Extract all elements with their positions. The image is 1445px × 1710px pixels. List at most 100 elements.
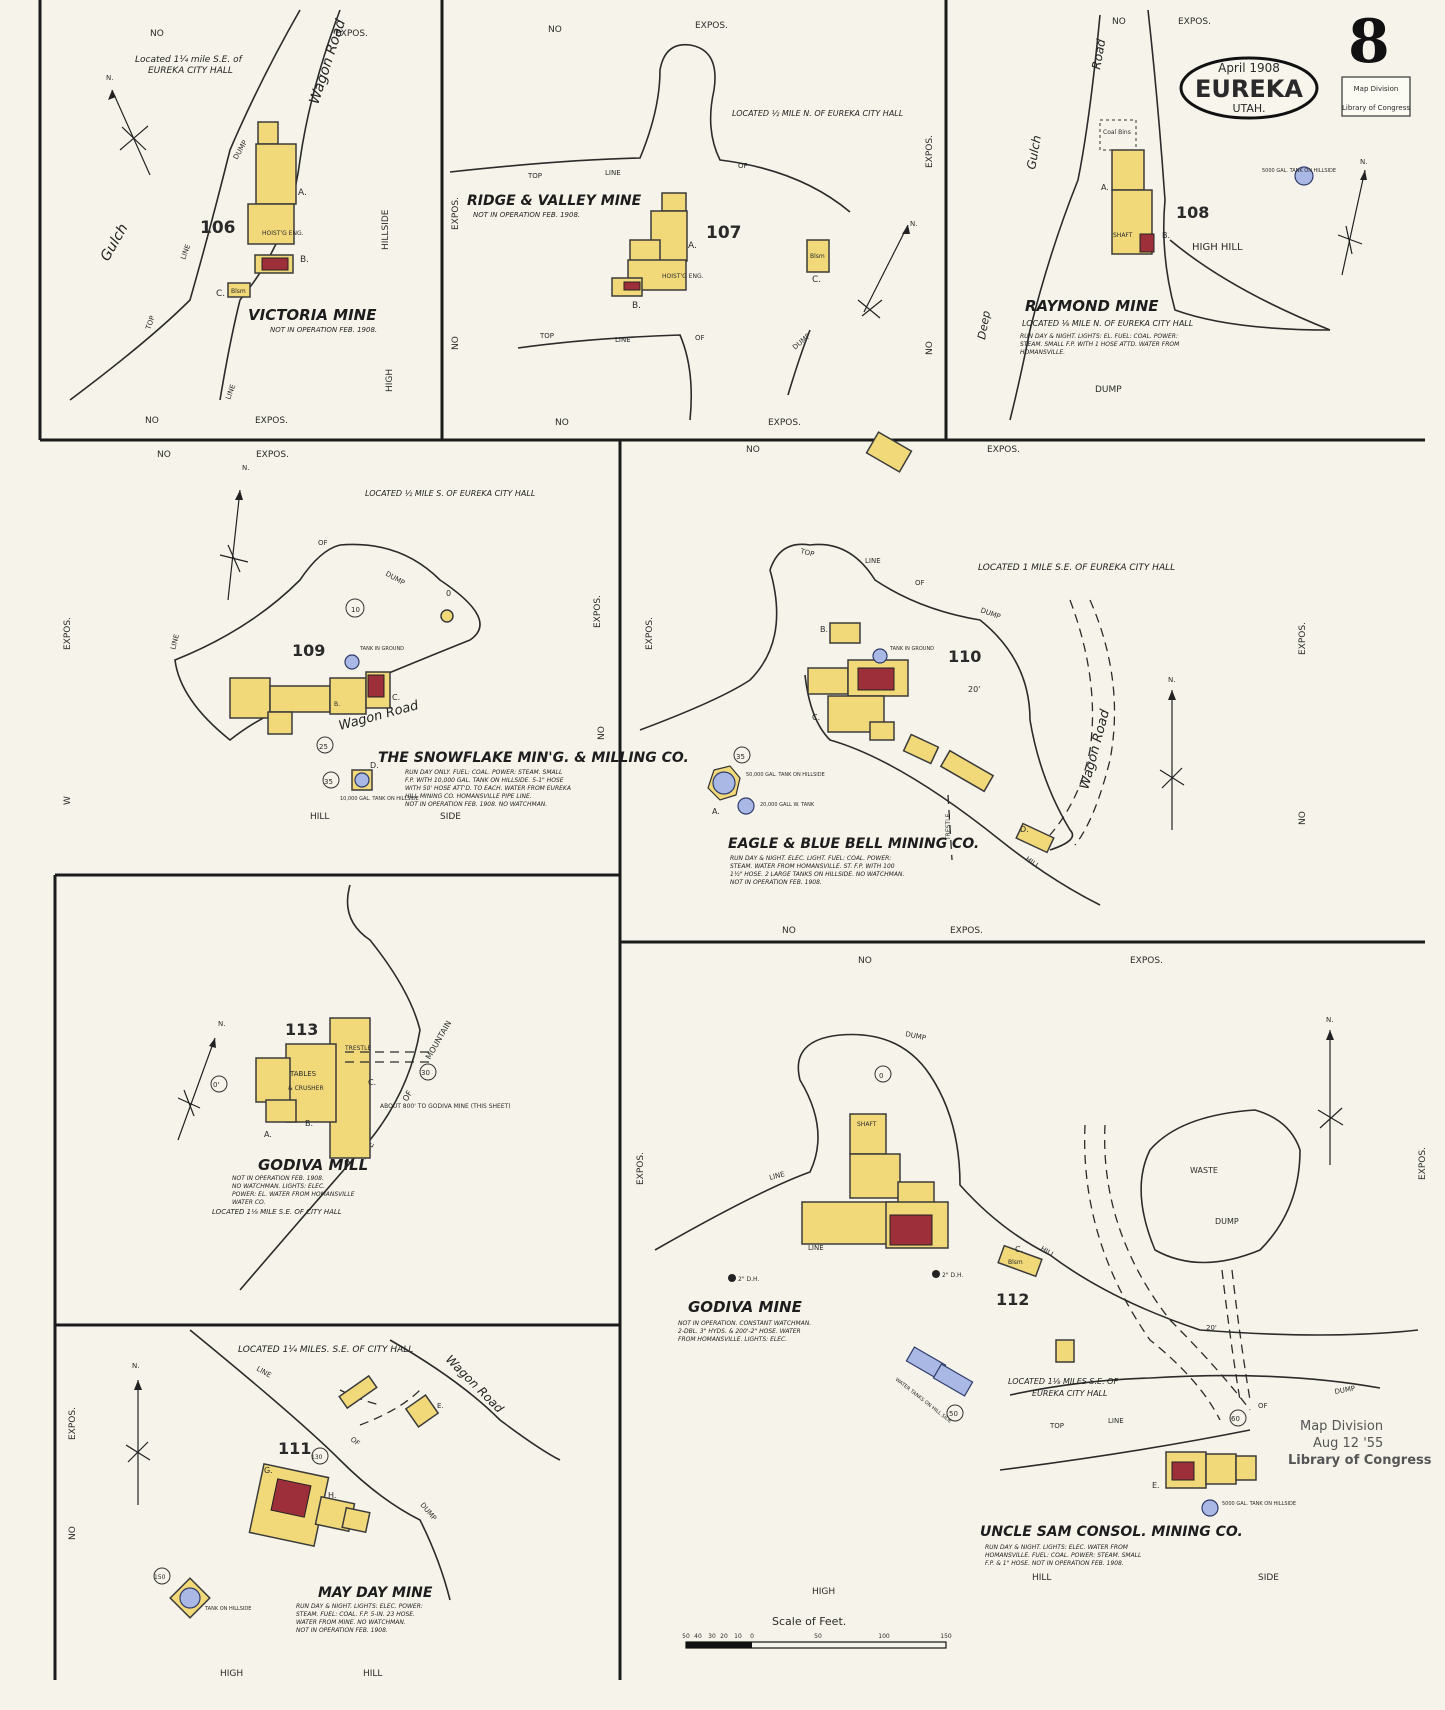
svg-text:C.: C. bbox=[812, 713, 820, 722]
svg-text:DUMP: DUMP bbox=[1215, 1217, 1239, 1226]
panel-108: NO EXPOS. Road Gulch Deep HIGH HILL DUMP… bbox=[975, 9, 1367, 421]
scale-tick-label: 10 bbox=[734, 1633, 742, 1640]
panel-113: MOUNTAIN OF SIDE 113 TABLES & CRUSHER TR… bbox=[177, 884, 511, 1291]
svg-text:NOT IN OPERATION FEB. 1908.: NOT IN OPERATION FEB. 1908. bbox=[730, 879, 822, 886]
svg-text:DUMP: DUMP bbox=[979, 606, 1001, 621]
svg-text:TRESTLE: TRESTLE bbox=[945, 814, 952, 841]
scale-tick-label: 20 bbox=[720, 1633, 728, 1640]
svg-text:10,000 GAL. TANK ON HILLSIDE: 10,000 GAL. TANK ON HILLSIDE bbox=[340, 796, 419, 802]
svg-text:5000 GAL. TANK ON HILLSIDE: 5000 GAL. TANK ON HILLSIDE bbox=[1222, 1501, 1296, 1507]
svg-text:130: 130 bbox=[311, 1454, 323, 1461]
svg-text:Deep: Deep bbox=[975, 310, 993, 341]
svg-text:SHAFT: SHAFT bbox=[857, 1121, 877, 1128]
svg-text:NO: NO bbox=[555, 418, 569, 428]
svg-text:EXPOS.: EXPOS. bbox=[695, 21, 728, 31]
svg-text:Gulch: Gulch bbox=[1024, 134, 1044, 170]
svg-text:HILL MINING CO. HOMANSVILLE PI: HILL MINING CO. HOMANSVILLE PIPE LINE. bbox=[405, 793, 532, 800]
svg-text:SHAFT: SHAFT bbox=[1113, 232, 1133, 239]
svg-text:NO: NO bbox=[157, 450, 171, 460]
svg-text:LINE: LINE bbox=[1108, 1417, 1124, 1425]
svg-text:2" D.H.: 2" D.H. bbox=[942, 1272, 963, 1279]
svg-text:DUMP: DUMP bbox=[1095, 385, 1122, 395]
svg-text:EXPOS.: EXPOS. bbox=[451, 197, 461, 230]
scale-tick-label: 30 bbox=[708, 1633, 716, 1640]
svg-text:EXPOS.: EXPOS. bbox=[645, 617, 655, 650]
svg-text:C.: C. bbox=[392, 693, 400, 702]
svg-text:E.: E. bbox=[1152, 1481, 1160, 1490]
svg-text:N.: N. bbox=[910, 220, 917, 228]
svg-text:Wagon Road: Wagon Road bbox=[443, 1352, 507, 1416]
svg-text:NO: NO bbox=[597, 726, 607, 740]
svg-text:HOIST'G ENG.: HOIST'G ENG. bbox=[662, 273, 704, 280]
svg-text:DUMP: DUMP bbox=[791, 332, 812, 351]
svg-text:LINE: LINE bbox=[768, 1170, 785, 1182]
svg-text:N.: N. bbox=[1360, 158, 1367, 166]
title-cartouche: April 1908 EUREKA UTAH. bbox=[1179, 56, 1319, 120]
north-arrow-icon: N. bbox=[1337, 158, 1367, 276]
svg-text:A.: A. bbox=[688, 241, 697, 251]
svg-text:NOT IN OPERATION FEB. 1908.: NOT IN OPERATION FEB. 1908. bbox=[473, 211, 580, 219]
panel-111: LOCATED 1¼ MILES. S.E. OF CITY HALL EXPO… bbox=[68, 1329, 561, 1679]
svg-text:N.: N. bbox=[1168, 676, 1175, 684]
svg-text:TOP: TOP bbox=[799, 547, 816, 559]
svg-text:50: 50 bbox=[949, 1410, 958, 1418]
svg-text:0: 0 bbox=[446, 589, 451, 598]
svg-text:N.: N. bbox=[218, 1020, 225, 1028]
svg-text:OF: OF bbox=[738, 162, 748, 170]
svg-text:EXPOS.: EXPOS. bbox=[335, 29, 368, 39]
north-arrow-icon: N. bbox=[106, 74, 151, 176]
godiva-mine-title: GODIVA MINE bbox=[688, 1298, 803, 1316]
north-arrow-icon: N. bbox=[125, 1362, 151, 1505]
svg-text:Wagon Road: Wagon Road bbox=[307, 17, 350, 106]
svg-text:NO: NO bbox=[451, 336, 461, 350]
map-number-112: 112 bbox=[996, 1290, 1029, 1309]
svg-text:EUREKA CITY HALL: EUREKA CITY HALL bbox=[148, 66, 233, 76]
svg-text:LOCATED ⅛ MILE N. OF EUREKA CI: LOCATED ⅛ MILE N. OF EUREKA CITY HALL bbox=[1022, 319, 1193, 328]
scale-title: Scale of Feet. bbox=[772, 1615, 846, 1628]
north-arrow-icon: N. bbox=[219, 464, 249, 601]
svg-text:ABOUT 800' TO GODIVA MINE (THI: ABOUT 800' TO GODIVA MINE (THIS SHEET) bbox=[380, 1103, 511, 1110]
svg-text:DUMP: DUMP bbox=[1334, 1384, 1356, 1395]
panel-107: NO EXPOS. NO EXPOS. EXPOS. EXPOS. NO NO … bbox=[449, 21, 935, 428]
svg-text:LINE: LINE bbox=[169, 633, 181, 650]
svg-text:35: 35 bbox=[736, 753, 745, 761]
svg-text:D.: D. bbox=[344, 1159, 353, 1168]
svg-text:Map Division: Map Division bbox=[1300, 1419, 1383, 1434]
svg-text:RUN DAY & NIGHT. ELEC. LIGHT.: RUN DAY & NIGHT. ELEC. LIGHT. FUEL: COAL… bbox=[730, 855, 891, 862]
svg-text:LINE: LINE bbox=[179, 243, 192, 260]
svg-text:LINE: LINE bbox=[865, 557, 881, 565]
svg-text:NO: NO bbox=[858, 956, 872, 966]
svg-text:OF: OF bbox=[401, 1089, 414, 1103]
svg-text:5000 GAL. TANK ON HILLSIDE: 5000 GAL. TANK ON HILLSIDE bbox=[1262, 168, 1336, 174]
svg-text:OF: OF bbox=[695, 334, 705, 342]
svg-text:WATER CO.: WATER CO. bbox=[232, 1199, 266, 1206]
svg-text:B.: B. bbox=[305, 1119, 313, 1128]
svg-text:TRESTLE: TRESTLE bbox=[344, 1045, 371, 1052]
svg-text:SIDE: SIDE bbox=[1258, 1573, 1279, 1583]
svg-text:NOT IN OPERATION FEB. 1908.: NOT IN OPERATION FEB. 1908. bbox=[270, 326, 377, 334]
svg-text:10: 10 bbox=[351, 606, 360, 614]
svg-text:LINE: LINE bbox=[255, 1365, 273, 1380]
cartouche-city: EUREKA bbox=[1195, 75, 1303, 103]
svg-text:TOP: TOP bbox=[1049, 1422, 1064, 1430]
svg-text:NO: NO bbox=[746, 445, 760, 455]
svg-text:EXPOS.: EXPOS. bbox=[768, 418, 801, 428]
svg-text:RUN DAY & NIGHT. LIGHTS: ELEC.: RUN DAY & NIGHT. LIGHTS: ELEC. WATER FRO… bbox=[985, 1544, 1129, 1551]
svg-text:20,000 GALL W. TANK: 20,000 GALL W. TANK bbox=[760, 802, 815, 808]
svg-text:D.: D. bbox=[370, 761, 379, 770]
svg-text:50,000 GAL. TANK ON HILLSIDE: 50,000 GAL. TANK ON HILLSIDE bbox=[746, 772, 825, 778]
svg-text:B.: B. bbox=[1162, 231, 1170, 240]
svg-text:C.: C. bbox=[216, 289, 225, 299]
svg-text:NOT IN OPERATION FEB. 1908.: NOT IN OPERATION FEB. 1908. bbox=[296, 1627, 388, 1634]
svg-text:EXPOS.: EXPOS. bbox=[925, 135, 935, 168]
svg-text:LOCATED 1¼ MILES. S.E. OF CITY: LOCATED 1¼ MILES. S.E. OF CITY HALL bbox=[238, 1345, 413, 1355]
svg-text:EXPOS.: EXPOS. bbox=[68, 1407, 78, 1440]
svg-text:Blsm: Blsm bbox=[231, 288, 246, 295]
svg-text:Coal Bins: Coal Bins bbox=[1103, 129, 1131, 136]
cartouche-date: April 1908 bbox=[1218, 61, 1280, 75]
svg-text:EXPOS.: EXPOS. bbox=[255, 416, 288, 426]
stamp-line-2: Library of Congress bbox=[1342, 104, 1410, 112]
scale-tick-label: 50 bbox=[814, 1633, 822, 1640]
